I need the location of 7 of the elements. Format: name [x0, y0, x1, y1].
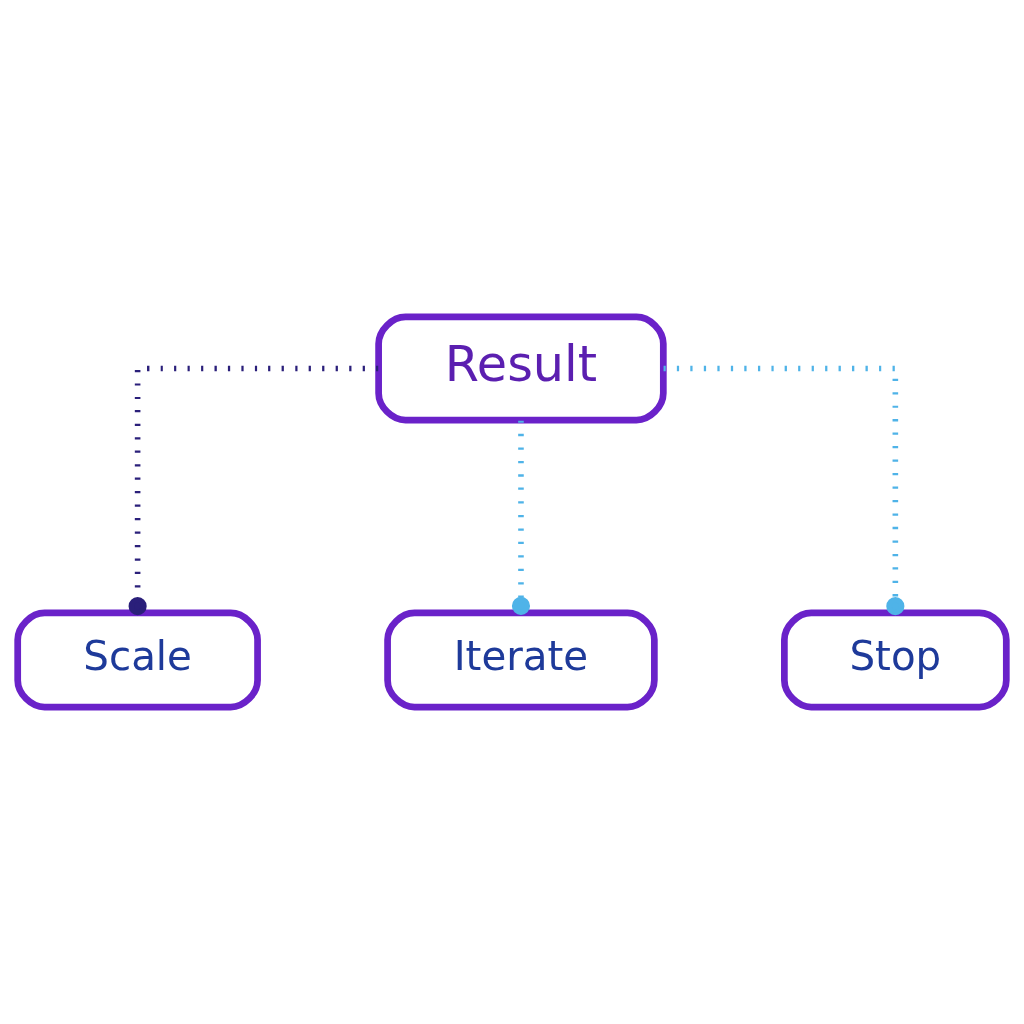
node-box: Stop: [781, 609, 1010, 711]
node-box: Result: [375, 313, 667, 424]
connector: [128, 365, 379, 616]
connector: [511, 420, 531, 615]
node-box: Iterate: [384, 609, 658, 711]
connector: [663, 365, 905, 616]
node-box: Scale: [14, 609, 261, 711]
